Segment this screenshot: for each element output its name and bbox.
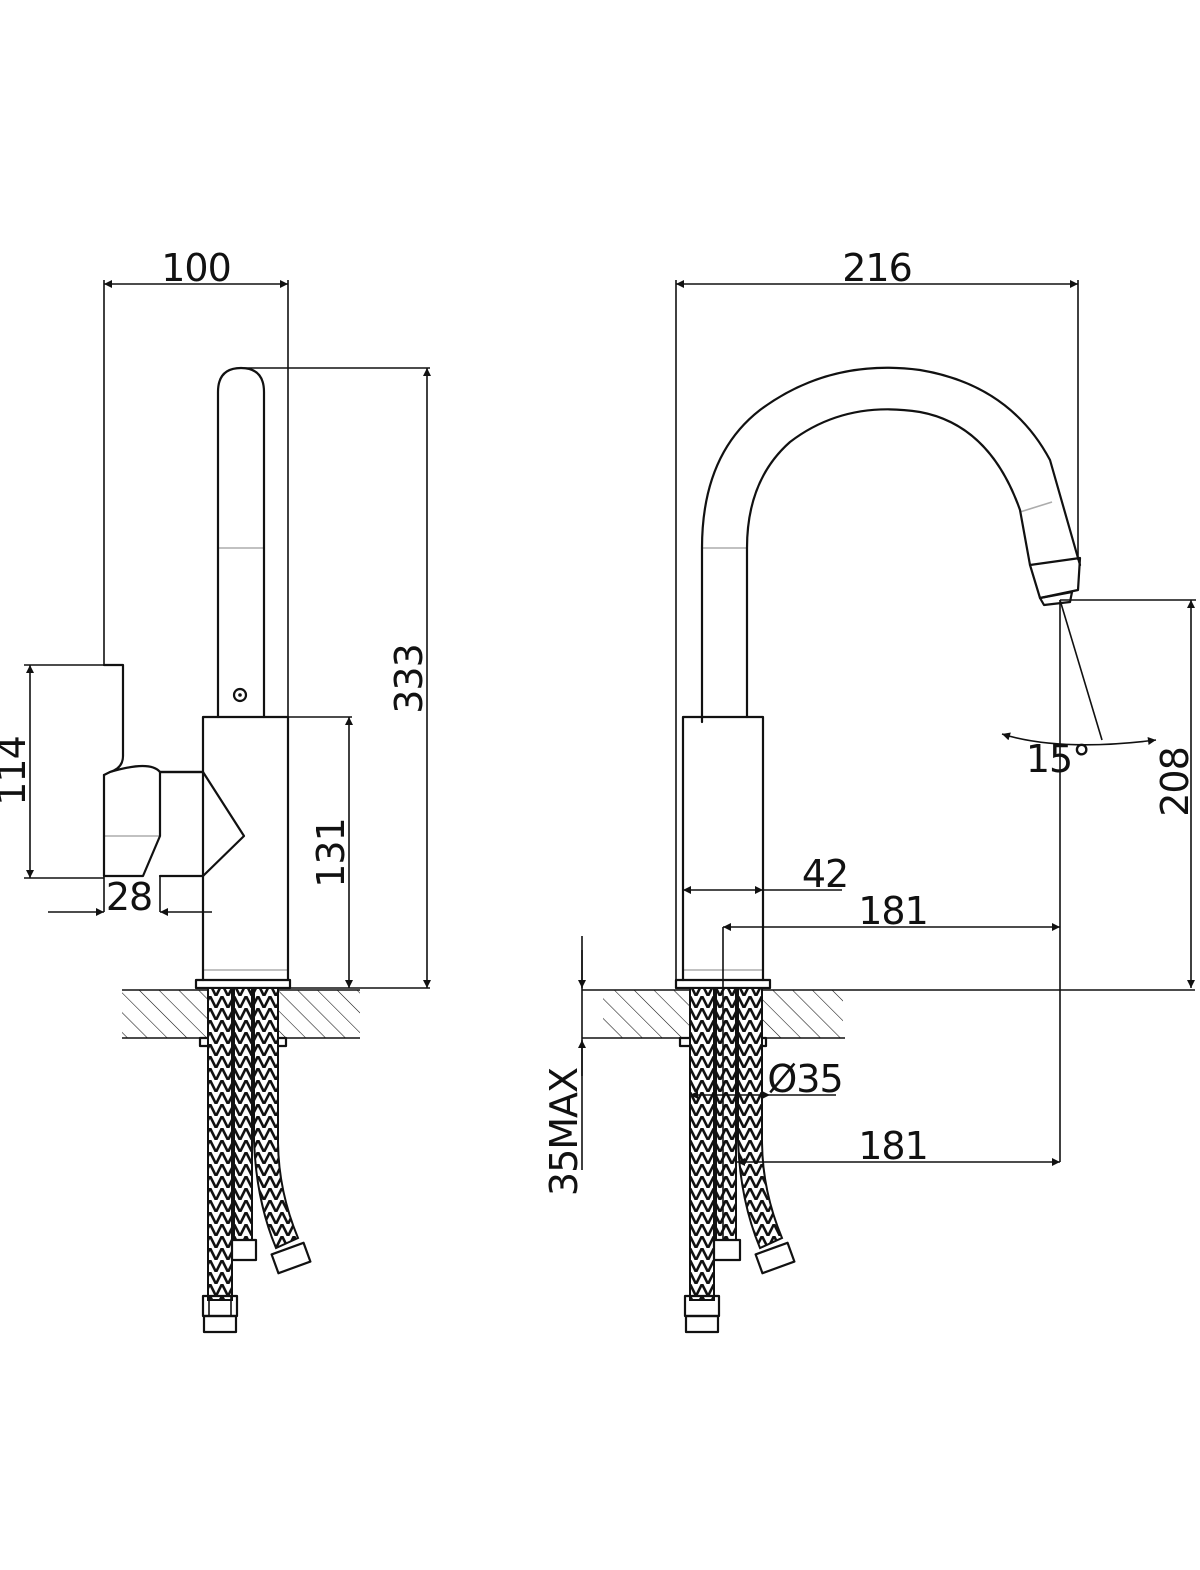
lever-handle-side	[102, 663, 246, 878]
aerator-screw-icon	[232, 687, 248, 703]
hose-nut-icon	[754, 1241, 796, 1275]
dimension-lines-side	[24, 280, 431, 989]
dim-spout-reach-upper: 181	[858, 889, 928, 933]
dim-total-height: 333	[387, 644, 431, 714]
dim-spout-height: 208	[1153, 747, 1197, 817]
side-view: 100 333 131 114 28	[0, 246, 431, 1334]
spout-angle-indicator	[1001, 599, 1157, 746]
dim-spout-angle: 15°	[1026, 737, 1090, 781]
dim-max-counter-thickness: 35MAX	[542, 1068, 586, 1196]
countertop-front	[582, 989, 1195, 1039]
dim-spout-reach-lower: 181	[858, 1124, 928, 1168]
hose-nut-icon	[270, 1241, 312, 1275]
spout-tube-side	[216, 366, 266, 719]
dimension-lines-front	[578, 280, 1196, 1240]
dim-overall-width: 216	[842, 246, 912, 290]
supply-hoses-side	[198, 987, 312, 1334]
dim-overall-depth: 100	[161, 246, 231, 290]
supply-hoses-front	[678, 987, 796, 1334]
dim-hole-diameter: Ø35	[767, 1057, 842, 1101]
hose-nut-icon	[712, 1238, 742, 1262]
faucet-body-side	[194, 715, 292, 990]
dim-body-diameter: 42	[802, 852, 848, 896]
dim-body-height: 131	[309, 818, 353, 888]
dim-handle-height: 114	[0, 736, 34, 806]
hose-nut-icon	[230, 1238, 258, 1262]
dim-handle-offset: 28	[106, 875, 152, 919]
gooseneck-spout	[700, 366, 1082, 724]
front-view: 216 208 15° 42 181 Ø35 181 35MAX	[542, 246, 1197, 1334]
